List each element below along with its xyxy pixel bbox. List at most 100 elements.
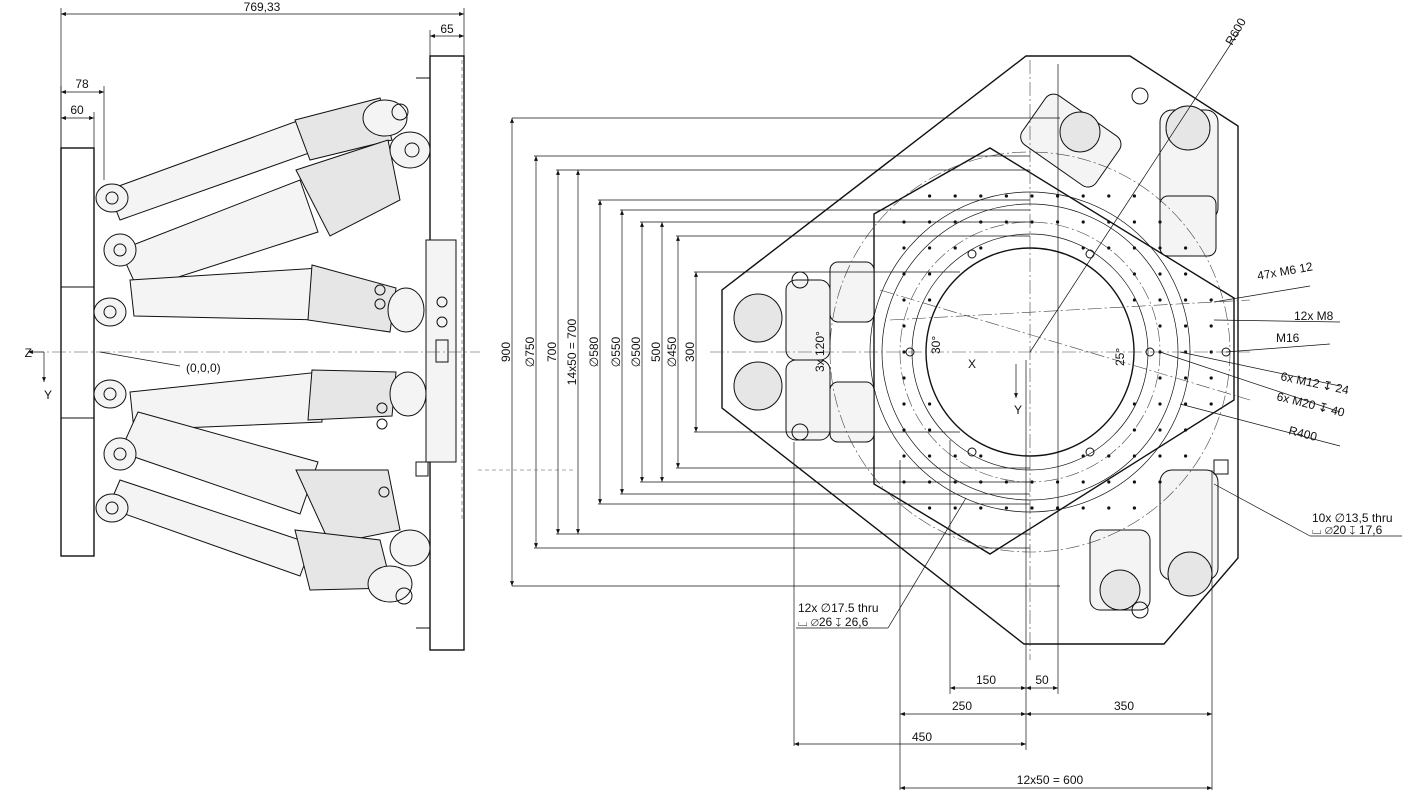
warning-label-icon xyxy=(1213,459,1229,475)
callout-m6: 47x M6 12 xyxy=(1256,259,1314,283)
grid-hole xyxy=(1132,298,1136,302)
grid-hole xyxy=(953,194,957,198)
grid-hole xyxy=(1132,220,1136,224)
top-view: X Y 3x 120° 30° 25° 900 ∅750 700 14x50 =… xyxy=(478,15,1402,790)
grid-hole xyxy=(1158,298,1162,302)
grid-hole xyxy=(953,506,957,510)
grid-hole xyxy=(1158,402,1162,406)
dim-50: 50 xyxy=(1035,673,1049,687)
grid-hole xyxy=(1030,220,1034,224)
grid-hole xyxy=(1132,480,1136,484)
grid-hole xyxy=(1132,428,1136,432)
dim-150: 150 xyxy=(976,673,996,687)
grid-hole xyxy=(902,376,906,380)
warning-label-icon xyxy=(415,461,429,477)
grid-hole xyxy=(1184,454,1188,458)
dim-60: 60 xyxy=(70,103,84,117)
strut-lower-2 xyxy=(103,411,431,567)
grid-hole xyxy=(928,428,932,432)
grid-hole xyxy=(979,194,983,198)
side-view: Z Y (0,0,0) 769,33 65 78 60 xyxy=(25,0,480,651)
dim-right-plate: 65 xyxy=(440,22,454,36)
dim-14x50: 14x50 = 700 xyxy=(565,318,579,385)
grid-hole xyxy=(1184,272,1188,276)
strut-upper-1 xyxy=(95,97,409,221)
grid-hole xyxy=(1056,480,1060,484)
grid-hole xyxy=(1030,480,1034,484)
strut-lower-1 xyxy=(95,479,413,605)
grid-hole xyxy=(928,298,932,302)
grid-hole xyxy=(902,402,906,406)
dim-d450: ∅450 xyxy=(665,336,679,367)
grid-hole xyxy=(1132,246,1136,250)
dim-d550: ∅550 xyxy=(609,336,623,367)
dim-d500: ∅500 xyxy=(629,336,643,367)
callout-m16: M16 xyxy=(1276,331,1300,345)
grid-hole xyxy=(953,454,957,458)
grid-hole xyxy=(1107,480,1111,484)
grid-hole xyxy=(979,506,983,510)
dim-overall-width: 769,33 xyxy=(244,0,281,14)
callout-r600: R600 xyxy=(1222,15,1249,47)
grid-hole xyxy=(928,402,932,406)
grid-hole xyxy=(1209,376,1213,380)
grid-hole xyxy=(1030,506,1034,510)
dim-d580: ∅580 xyxy=(587,336,601,367)
angle-3x120: 3x 120° xyxy=(813,331,827,372)
callout-r400: R400 xyxy=(1287,423,1319,444)
origin-label: (0,0,0) xyxy=(186,361,221,375)
callout-hole12-b: ⌴ ∅26 ↧ 26,6 xyxy=(798,615,869,629)
grid-hole xyxy=(1132,402,1136,406)
mount-hole xyxy=(1085,249,1095,259)
callout-hole10-a: 10x ∅13,5 thru xyxy=(1312,511,1393,525)
dim-700: 700 xyxy=(545,342,559,362)
grid-hole xyxy=(1081,454,1085,458)
grid-hole xyxy=(928,194,932,198)
grid-hole xyxy=(1030,194,1034,198)
axis-x-label: X xyxy=(968,357,976,371)
grid-hole xyxy=(902,246,906,250)
grid-hole xyxy=(1184,376,1188,380)
grid-hole xyxy=(928,454,932,458)
grid-hole xyxy=(1056,194,1060,198)
angle-25: 25° xyxy=(1113,348,1127,366)
grid-hole xyxy=(1184,402,1188,406)
angle-30: 30° xyxy=(929,336,943,354)
dim-900: 900 xyxy=(499,342,513,362)
dim-250: 250 xyxy=(952,699,972,713)
connector-panel xyxy=(425,239,457,463)
grid-hole xyxy=(1184,298,1188,302)
grid-hole xyxy=(928,246,932,250)
grid-hole xyxy=(902,324,906,328)
grid-hole xyxy=(1107,454,1111,458)
callout-hole10-b: ⌴ ∅20 ↧ 17,6 xyxy=(1312,523,1383,537)
callout-m8: 12x M8 xyxy=(1294,309,1334,323)
grid-hole xyxy=(1132,194,1136,198)
grid-hole xyxy=(1081,480,1085,484)
connector-icon xyxy=(436,316,448,328)
dim-350: 350 xyxy=(1114,699,1134,713)
mount-hole xyxy=(967,249,977,259)
grid-hole xyxy=(1081,506,1085,510)
actuator-group-bottom-right xyxy=(1089,459,1229,619)
grid-hole xyxy=(1184,324,1188,328)
grid-hole xyxy=(1107,246,1111,250)
actuator-group-top-right xyxy=(1020,87,1219,257)
grid-hole xyxy=(1107,506,1111,510)
axis-z-label: Z xyxy=(25,346,32,360)
grid-hole xyxy=(1158,376,1162,380)
grid-hole xyxy=(902,272,906,276)
dim-12x50: 12x50 = 600 xyxy=(1017,773,1084,787)
grid-hole xyxy=(1158,428,1162,432)
grid-hole xyxy=(902,428,906,432)
grid-hole xyxy=(1184,428,1188,432)
dim-500: 500 xyxy=(649,342,663,362)
grid-hole xyxy=(1158,324,1162,328)
grid-hole xyxy=(1209,324,1213,328)
grid-hole xyxy=(1158,220,1162,224)
grid-hole xyxy=(1004,194,1009,198)
grid-hole xyxy=(1056,506,1060,510)
dim-450: 450 xyxy=(912,730,932,744)
grid-hole xyxy=(1081,246,1085,250)
grid-hole xyxy=(1158,272,1162,276)
